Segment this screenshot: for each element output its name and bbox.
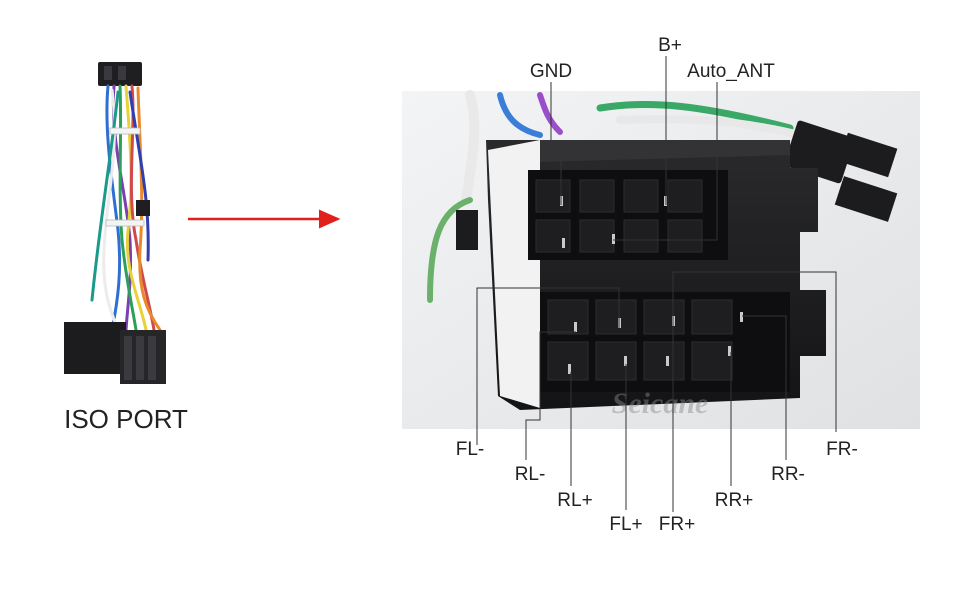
pin-label-rr-plus: RR+ — [715, 490, 754, 511]
wire-harness-illustration — [64, 62, 166, 384]
pin-labels: GND B+ Auto_ANT FL- RL- RL+ FL+ FR+ RR+ … — [456, 35, 858, 535]
pin-label-gnd: GND — [530, 61, 572, 82]
pin-label-b-plus: B+ — [658, 35, 682, 56]
pin-label-rr-minus: RR- — [771, 464, 805, 485]
pin-label-rl-plus: RL+ — [557, 490, 592, 511]
pin-label-fl-plus: FL+ — [609, 514, 642, 535]
watermark-text: Seicane — [612, 387, 709, 420]
leader-rl-minus — [525, 331, 576, 460]
pin-label-fr-plus: FR+ — [659, 514, 695, 535]
pin-label-rl-minus: RL- — [515, 464, 546, 485]
leader-auto-ant — [613, 82, 718, 241]
leader-rr-minus — [742, 315, 787, 460]
connector-photo — [402, 90, 920, 429]
leader-fr-plus — [672, 271, 837, 512]
pin-label-fr-minus: FR- — [826, 439, 858, 460]
leader-gnd — [550, 82, 562, 205]
pin-label-auto-ant: Auto_ANT — [687, 61, 775, 82]
leader-fl-minus — [476, 287, 620, 445]
iso-port-caption: ISO PORT — [64, 404, 188, 434]
leader-lines — [476, 56, 837, 512]
pin-label-fl-minus: FL- — [456, 439, 485, 460]
